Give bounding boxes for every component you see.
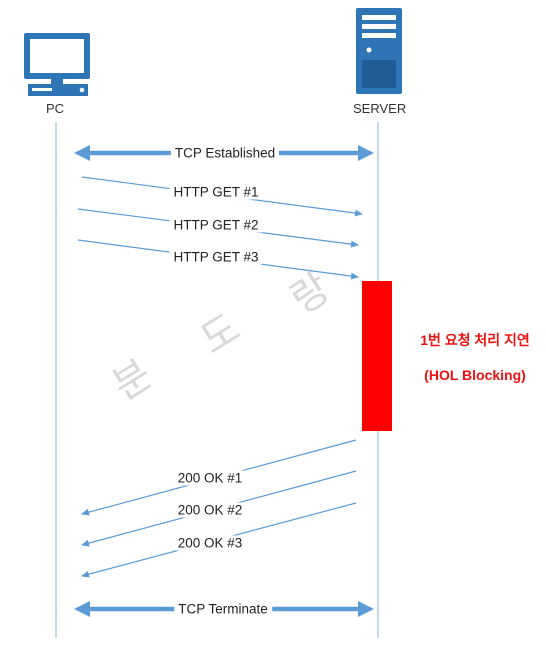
request-label-1: HTTP GET #1 — [169, 184, 263, 200]
request-label-3: HTTP GET #3 — [169, 249, 263, 265]
monitor-icon — [24, 33, 90, 96]
request-label-2: HTTP GET #2 — [169, 217, 263, 233]
server-icon — [356, 8, 402, 94]
delay-note-subtitle: (HOL Blocking) — [424, 367, 526, 383]
tcp-terminate-label: TCP Terminate — [174, 601, 272, 617]
server-label: SERVER — [353, 101, 407, 116]
client-label: PC — [46, 101, 65, 116]
tcp-established-label: TCP Established — [170, 145, 280, 161]
response-label-3: 200 OK #3 — [173, 535, 247, 551]
delay-note-title: 1번 요청 처리 지연 — [420, 332, 530, 348]
processing-bar — [362, 281, 392, 431]
response-label-1: 200 OK #1 — [173, 470, 247, 486]
response-label-2: 200 OK #2 — [173, 502, 247, 518]
